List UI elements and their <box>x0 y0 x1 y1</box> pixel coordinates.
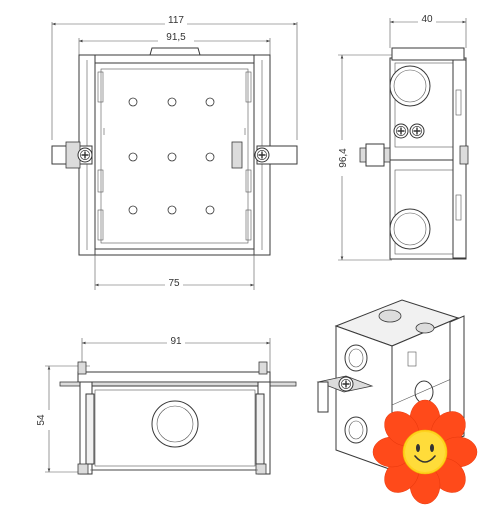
dim-top-width-bottom: 75 <box>168 278 180 289</box>
dim-top-width-overall: 117 <box>168 15 184 26</box>
phillips-screw-icon <box>338 376 354 392</box>
phillips-screw-icon <box>254 147 270 163</box>
dim-top-width-box: 91,5 <box>166 32 186 43</box>
dim-side-width: 40 <box>421 14 433 25</box>
side-view: 40 96,4 <box>333 13 469 261</box>
dim-front-height: 54 <box>36 414 47 426</box>
phillips-screw-icon <box>77 147 93 163</box>
top-view: 117 91,5 <box>51 14 298 290</box>
dim-front-width: 91 <box>170 336 182 347</box>
phillips-screw-icon <box>393 123 409 139</box>
dim-side-height: 96,4 <box>338 148 349 168</box>
phillips-screw-icon <box>409 123 425 139</box>
smiling-flower-icon <box>372 399 478 505</box>
front-view: 91 54 <box>36 334 297 475</box>
